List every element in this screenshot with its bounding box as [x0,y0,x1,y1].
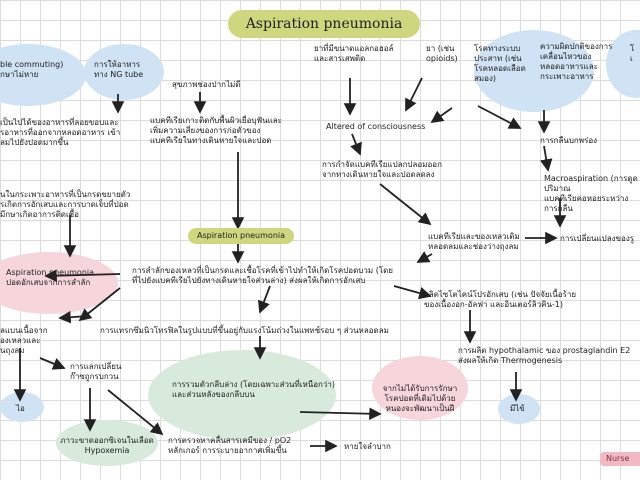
node-hypoxemia: ภาวะขาดออกซิเจนในเลือด Hypoxemia [60,436,154,455]
node-aspiration-pneumonia: Aspiration pneumonia ปอดอักเสบจากการสำลั… [6,268,95,287]
diagram-title: Aspiration pneumonia [228,10,420,38]
node-fluid-alveoli: ลแบนเนื้อจาก องเหลวและ นถุงลม [0,326,48,355]
node-impaired-swallow: การกลืนบกพร่อง [540,136,598,145]
node-fever: มีไข้ [510,404,525,413]
node-inflammation: การสำลักของเหลวที่เป็นกรดและเชื้อโรคที่เ… [132,266,393,285]
node-alcohol-drugs: ยาที่มีขนาดแอลกอฮอล์ และสารเสพติด [314,44,394,63]
node-reflux-risk: เป็นไปได้ของอาหารที่ลอยขอบและ รอาหารที่อ… [0,118,121,147]
node-neutrophil: การแทรกซึมนิวโทรฟิลในรูปแบบที่ขึ้นอยู่กั… [100,326,389,335]
brand-tag: Nurse [600,452,640,466]
node-motility: ความผิดปกติของการ เคลื่อนไหวของ หลอดอาหา… [540,42,613,81]
node-prostaglandin: การผลิต hypothalamic ของ prostaglandin E… [458,346,631,365]
node-abscess: จากไม่ได้รับการรักษา โรคปอดที่เดิมไปด้วย… [382,384,458,413]
node-macroaspiration: Macroaspiration (การดูดปริมาณ แบคทีเรียค… [544,174,638,213]
node-commuting: ble commuting) กษาไม่หาย [0,60,64,79]
node-lobe-consolidation: การรวมตัวกลีบล่าง (โดยเฉพาะส่วนที่เหนือก… [172,380,335,399]
node-ng-tube: การให้อาหาร ทาง NG tube [94,60,144,79]
node-gas-exchange: การแลกเปลี่ยน ก๊าซถูกรบกวน [70,362,122,381]
node-acid-injury: นในกระเพาะอาหารที่เป็นกรดขยายตัว รเกิดกา… [0,190,131,219]
node-oral-health: สุขภาพช่องปากไม่ดี [172,80,241,89]
center-label: Aspiration pneumonia [188,228,294,244]
node-alveoli-fill: แบคทีเรียและของเหลวเติม หลอดลมและช่องว่า… [428,232,520,251]
node-altered-consciousness: Altered of consciousness [326,122,426,131]
node-bacteria-colonize: แบคทีเรียเกาะติดกับพื้นผิวเยื่อบุฟันและ … [150,116,282,145]
node-cytokines: ผลิตไซโตไคน์โปรอักเสบ (เช่น ปัจจัยเนื้อร… [424,290,577,309]
node-neuro-disease: โรคทางระบบ ประสาท (เช่น โรคหลอดเลือด สมอ… [474,44,526,83]
node-cough: ไอ [16,404,25,413]
node-opioids: ยา (เช่น opioids) [426,44,458,63]
node-dyspnea: หายใจลำบาก [344,442,391,451]
node-change: การเปลี่ยนแปลงของรู [560,234,635,243]
node-edge-cut: โ เ [630,44,635,63]
node-chemoreceptor: การตรวจหาคลื่นสารเคมีของ / pO2 หลักเกอร์… [168,436,292,455]
node-clearance-reduced: การกำจัดแบคทีเรียแปลกปลอมออก จากทางเดินห… [322,160,442,179]
